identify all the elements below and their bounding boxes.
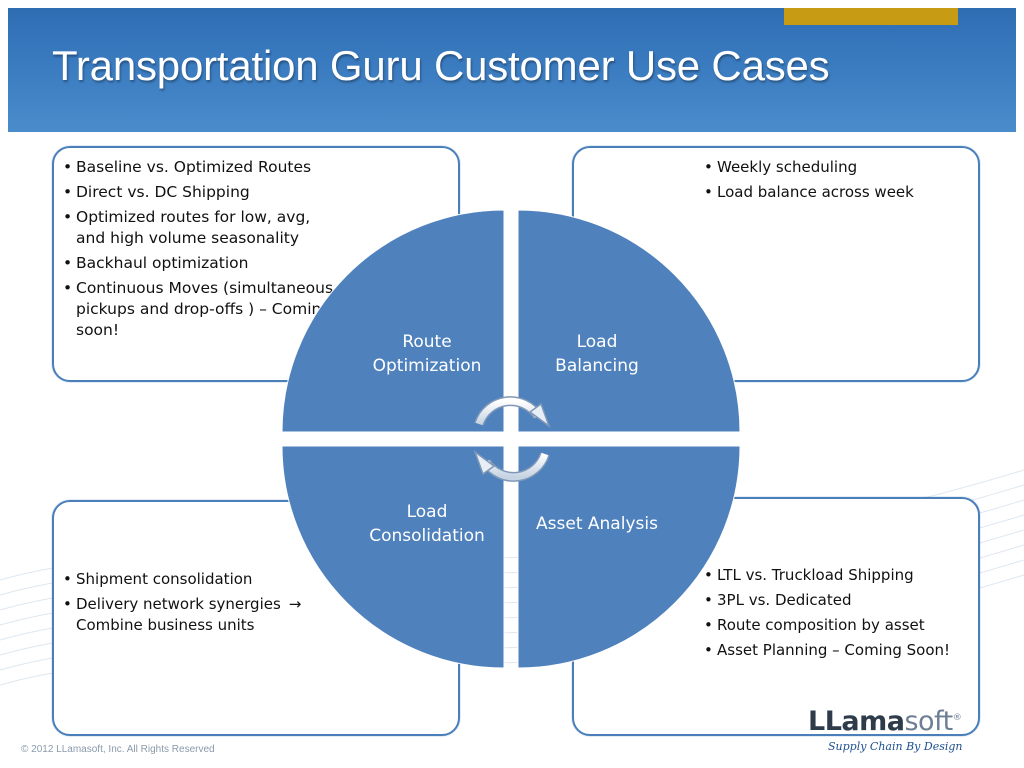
list-item-text: Delivery network synergies [76,595,281,613]
list-item: LTL vs. Truckload Shipping [704,565,964,586]
label-line: Load [576,332,618,352]
list-item: Load balance across week [704,182,974,203]
logo-name-bold: LLama [808,706,905,737]
label-line: Load [406,502,448,522]
list-item: Route composition by asset [704,615,964,636]
copyright-footer: © 2012 LLamasoft, Inc. All Rights Reserv… [21,744,215,755]
load-consolidation-label: Load Consolidation [337,500,517,548]
label-line: Balancing [555,356,639,376]
llamasoft-logo: LLamasoft® Supply Chain By Design [808,706,968,758]
registered-mark: ® [952,713,962,723]
accent-bar [784,8,958,25]
list-item: Baseline vs. Optimized Routes [63,157,333,178]
list-item: Optimized routes for low, avg, and high … [63,207,333,249]
list-item: Weekly scheduling [704,157,974,178]
route-optimization-list: Baseline vs. Optimized Routes Direct vs.… [63,157,333,345]
list-item: Continuous Moves (simultaneous pickups a… [63,278,333,341]
list-item: Delivery network synergies → Combine busi… [63,594,333,636]
slide-title: Transportation Guru Customer Use Cases [52,42,830,89]
list-item-continuation: Combine business units [76,616,255,634]
label-line: Optimization [372,356,482,376]
asset-analysis-list: LTL vs. Truckload Shipping 3PL vs. Dedic… [704,565,964,665]
load-balancing-label: Load Balancing [507,330,687,378]
list-item: Direct vs. DC Shipping [63,182,333,203]
label-line: Route [402,332,452,352]
list-item: 3PL vs. Dedicated [704,590,964,611]
label-line: Consolidation [369,526,485,546]
list-item: Shipment consolidation [63,569,333,590]
asset-analysis-label: Asset Analysis [536,514,658,534]
title-banner [8,8,1016,132]
logo-wordmark: LLamasoft® [808,706,962,737]
right-arrow-icon: → [288,595,302,613]
load-balancing-list: Weekly scheduling Load balance across we… [704,157,974,207]
list-item: Backhaul optimization [63,253,333,274]
load-consolidation-list: Shipment consolidation Delivery network … [63,569,333,640]
route-optimization-label: Route Optimization [337,330,517,378]
logo-name-light: soft [904,706,953,737]
list-item: Asset Planning – Coming Soon! [704,640,964,661]
logo-tagline: Supply Chain By Design [828,740,963,753]
